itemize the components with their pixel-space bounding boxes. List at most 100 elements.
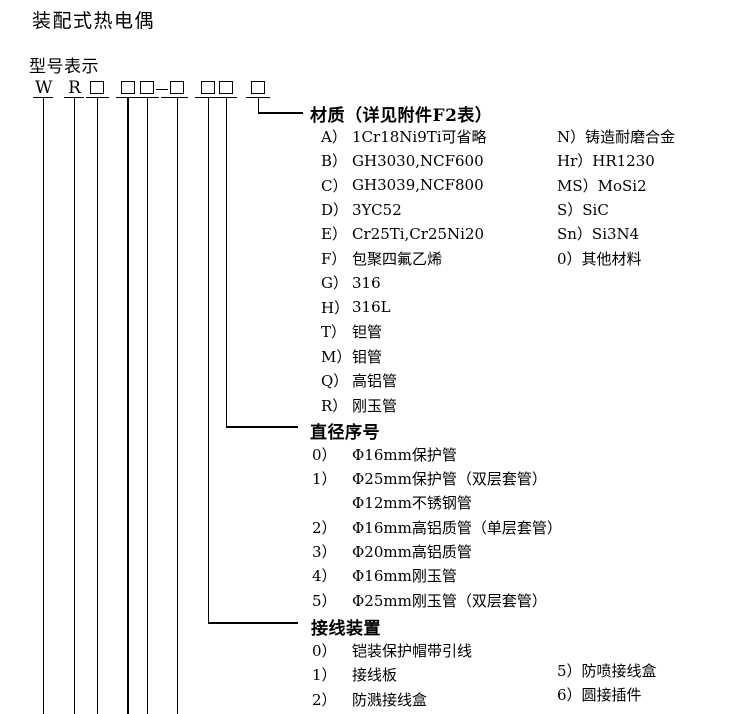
material-item: E） Cr25Ti,Cr25Ni20 xyxy=(321,222,487,246)
code-separator-dash xyxy=(155,88,168,90)
material-item: Q）高铝管 xyxy=(321,368,487,392)
code-underline-2 xyxy=(64,96,84,98)
material-item: T） 钽管 xyxy=(321,320,487,344)
material-item-code: T） xyxy=(321,323,347,342)
diameter-item-code: 5） xyxy=(312,591,337,610)
material-item: R）刚玉管 xyxy=(321,393,487,417)
diameter-item-code: 1） xyxy=(312,470,337,489)
wiring-item-label: 防溅接线盒 xyxy=(352,690,428,709)
material-section-heading: 材质（详见附件F2表） xyxy=(310,106,493,126)
material-item-code: M） xyxy=(321,347,352,366)
diameter-item: Φ12mm不锈钢管 xyxy=(312,491,562,515)
drop-line-8 xyxy=(225,98,228,428)
model-designation-heading: 型号表示 xyxy=(29,57,99,77)
material-item-label: 高铝管 xyxy=(352,372,398,391)
material-item: H）316L xyxy=(321,295,487,319)
wiring-list-left: 0） 铠装保护帽带引线 1） 接线板 2） 防溅接线盒 xyxy=(312,638,472,712)
drop-line-1 xyxy=(42,98,45,714)
material-item: S）SiC xyxy=(557,201,609,220)
diameter-item-label: Φ20mm高铝质管 xyxy=(352,543,472,562)
material-item-label: Cr25Ti,Cr25Ni20 xyxy=(352,224,485,243)
diameter-item: 1） Φ25mm保护管（双层套管） xyxy=(312,466,562,490)
material-item-code: B） xyxy=(321,152,348,171)
connector-material xyxy=(257,112,303,114)
drop-line-3 xyxy=(96,98,99,714)
wiring-section-heading: 接线装置 xyxy=(311,619,381,639)
code-underline-1 xyxy=(33,96,53,98)
drop-line-5 xyxy=(146,98,149,714)
connector-diameter xyxy=(225,426,298,428)
diameter-item-label: Φ12mm不锈钢管 xyxy=(352,494,472,513)
wiring-item-code: 0） xyxy=(312,641,337,660)
diameter-item: 5） Φ25mm刚玉管（双层套管） xyxy=(312,588,562,612)
code-box-6 xyxy=(219,81,233,94)
code-box-3 xyxy=(140,81,154,94)
material-item-label: 钼管 xyxy=(352,347,383,366)
code-box-1 xyxy=(90,81,104,94)
wiring-item-label: 接线板 xyxy=(352,666,398,685)
diameter-item-code: 3） xyxy=(312,543,337,562)
material-list-left: A） 1Cr18Ni9Ti可省略 B）GH3030,NCF600 C）GH3039… xyxy=(321,124,487,417)
drop-line-2 xyxy=(73,98,76,714)
material-item-label: 1Cr18Ni9Ti可省略 xyxy=(352,127,487,146)
wiring-item: 1） 接线板 xyxy=(312,663,472,688)
drop-line-7 xyxy=(207,98,210,624)
material-item: N）铸造耐磨合金 xyxy=(557,127,676,146)
wiring-item: 5）防喷接线盒 xyxy=(557,661,657,680)
drop-line-4 xyxy=(127,98,129,714)
code-box-4 xyxy=(170,81,184,94)
code-box-2 xyxy=(120,81,135,94)
code-underline-7 xyxy=(246,96,270,98)
material-item: D）3YC52 xyxy=(321,197,487,221)
diameter-item: 0）Φ16mm保护管 xyxy=(312,442,562,466)
material-item-code: C） xyxy=(321,176,348,195)
document-title: 装配式热电偶 xyxy=(32,10,156,32)
material-item-code: E） xyxy=(321,225,347,244)
connector-wiring xyxy=(207,622,298,624)
material-list-right: N）铸造耐磨合金 Hr）HR1230 MS）MoSi2 S）SiC Sn）Si3… xyxy=(557,124,675,271)
material-item-label: 316 xyxy=(352,273,381,292)
code-underline-4 xyxy=(116,96,159,98)
wiring-list-right: 5）防喷接线盒 6）圆接插件 xyxy=(557,658,657,707)
diameter-item-label: Φ25mm保护管（双层套管） xyxy=(352,470,547,489)
material-item-code: G） xyxy=(321,274,348,293)
material-item-code: R） xyxy=(321,396,348,415)
diameter-item-code: 4） xyxy=(312,567,337,586)
material-item-code: D） xyxy=(321,201,349,220)
diameter-item: 2） Φ16mm高铝质管（单层套管） xyxy=(312,515,562,539)
diameter-section-heading: 直径序号 xyxy=(310,423,380,443)
material-item: A） 1Cr18Ni9Ti可省略 xyxy=(321,124,487,148)
code-char-w: W xyxy=(35,78,53,98)
wiring-item-label: 铠装保护帽带引线 xyxy=(352,641,473,660)
diameter-item-label: Φ16mm刚玉管 xyxy=(352,567,457,586)
diameter-item: 3） Φ20mm高铝质管 xyxy=(312,539,562,563)
drop-line-6 xyxy=(176,98,179,714)
material-item-label: GH3039,NCF800 xyxy=(352,176,484,195)
wiring-item-code: 1） xyxy=(312,666,337,685)
code-underline-6 xyxy=(195,96,237,98)
material-item: MS）MoSi2 xyxy=(557,176,647,195)
diameter-item-label: Φ16mm高铝质管（单层套管） xyxy=(352,518,562,537)
material-item-code: H） xyxy=(321,298,350,317)
material-item: Hr）HR1230 xyxy=(557,152,655,171)
diameter-item: 4） Φ16mm刚玉管 xyxy=(312,564,562,588)
material-item: B）GH3030,NCF600 xyxy=(321,148,487,172)
diameter-item-code: 2） xyxy=(312,518,337,537)
material-item-label: 316L xyxy=(352,298,391,317)
diameter-list: 0）Φ16mm保护管 1） Φ25mm保护管（双层套管） Φ12mm不锈钢管 2）… xyxy=(312,442,562,612)
wiring-item: 6）圆接插件 xyxy=(557,686,642,705)
code-underline-5 xyxy=(161,96,188,98)
material-item-label: 3YC52 xyxy=(352,200,402,219)
code-underline-3 xyxy=(86,96,109,98)
material-item-code: A） xyxy=(321,127,347,146)
diameter-item-label: Φ25mm刚玉管（双层套管） xyxy=(352,591,547,610)
material-item-label: 包聚四氟乙烯 xyxy=(352,249,443,268)
code-char-r: R xyxy=(68,78,81,98)
material-item-label: 钽管 xyxy=(352,323,383,342)
wiring-item-code: 2） xyxy=(312,690,337,709)
diameter-item-label: Φ16mm保护管 xyxy=(352,445,457,464)
material-item-code: Q） xyxy=(321,372,349,391)
code-box-7 xyxy=(251,81,265,94)
material-item: C）GH3039,NCF800 xyxy=(321,173,487,197)
